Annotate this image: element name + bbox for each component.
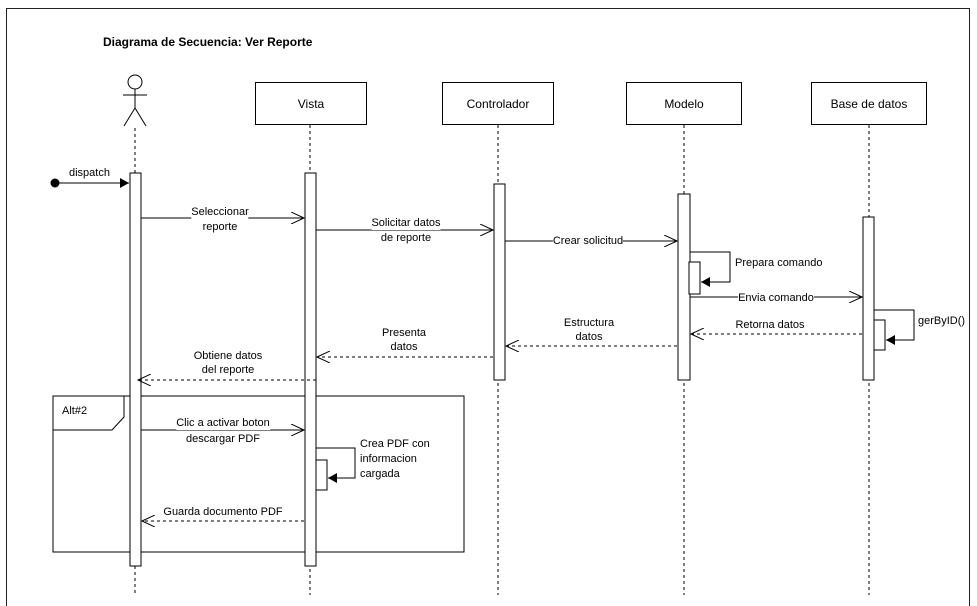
label-crear-solicitud: Crear solicitud [552,234,624,248]
label-estructura-line1: Estructura [563,316,615,330]
participant-base-de-datos-label: Base de datos [830,96,908,111]
label-solicitar-line1: Solicitar datos [371,216,441,230]
activation-base-de-datos [862,216,875,381]
activation-vista [304,172,317,567]
label-presenta-line2: datos [390,340,418,354]
activation-base-de-datos-nested [873,319,886,351]
participant-vista: Vista [255,82,367,125]
label-clic-line2: descargar PDF [186,432,260,446]
label-estructura-line2: datos [575,330,603,344]
label-crea-pdf-line2: informacion [360,452,417,466]
label-seleccionar-line1: Seleccionar [191,205,249,219]
participant-modelo-label: Modelo [664,96,704,111]
alt-fragment-label: Alt#2 [62,405,88,417]
label-crea-pdf-line1: Crea PDF con [360,437,430,451]
activation-modelo-nested [688,261,701,295]
label-solicitar-line2: de reporte [380,231,432,245]
label-guarda-documento: Guarda documento PDF [163,505,283,519]
participant-vista-label: Vista [297,96,325,111]
message-crea-pdf [316,447,356,483]
label-crea-pdf-line3: cargada [360,467,400,481]
participant-modelo: Modelo [626,82,742,125]
label-envia-comando: Envia comando [738,291,814,305]
label-retorna-datos: Retorna datos [735,318,805,332]
label-gerbyid: gerByID() [918,314,966,328]
label-obtiene-line1: Obtiene datos [193,349,263,363]
label-dispatch: dispatch [69,166,110,180]
message-prepara-comando [690,251,731,287]
participant-base-de-datos: Base de datos [811,82,927,125]
label-presenta-line1: Presenta [381,326,427,340]
label-prepara-comando: Prepara comando [735,256,823,270]
participant-controlador: Controlador [442,82,554,125]
diagram-frame [6,8,970,606]
label-obtiene-line2: del reporte [201,363,255,377]
label-seleccionar-line2: reporte [202,220,238,234]
activation-vista-nested [315,459,328,491]
actor-figure [123,74,147,127]
diagram-title: Diagrama de Secuencia: Ver Reporte [103,35,313,49]
label-clic-line1: Clic a activar boton [176,416,270,430]
message-gerbyid [874,309,915,345]
activation-actor [129,172,142,567]
activation-modelo [677,193,691,381]
activation-controlador [493,183,506,381]
participant-controlador-label: Controlador [466,96,530,111]
alt-fragment [52,395,465,553]
